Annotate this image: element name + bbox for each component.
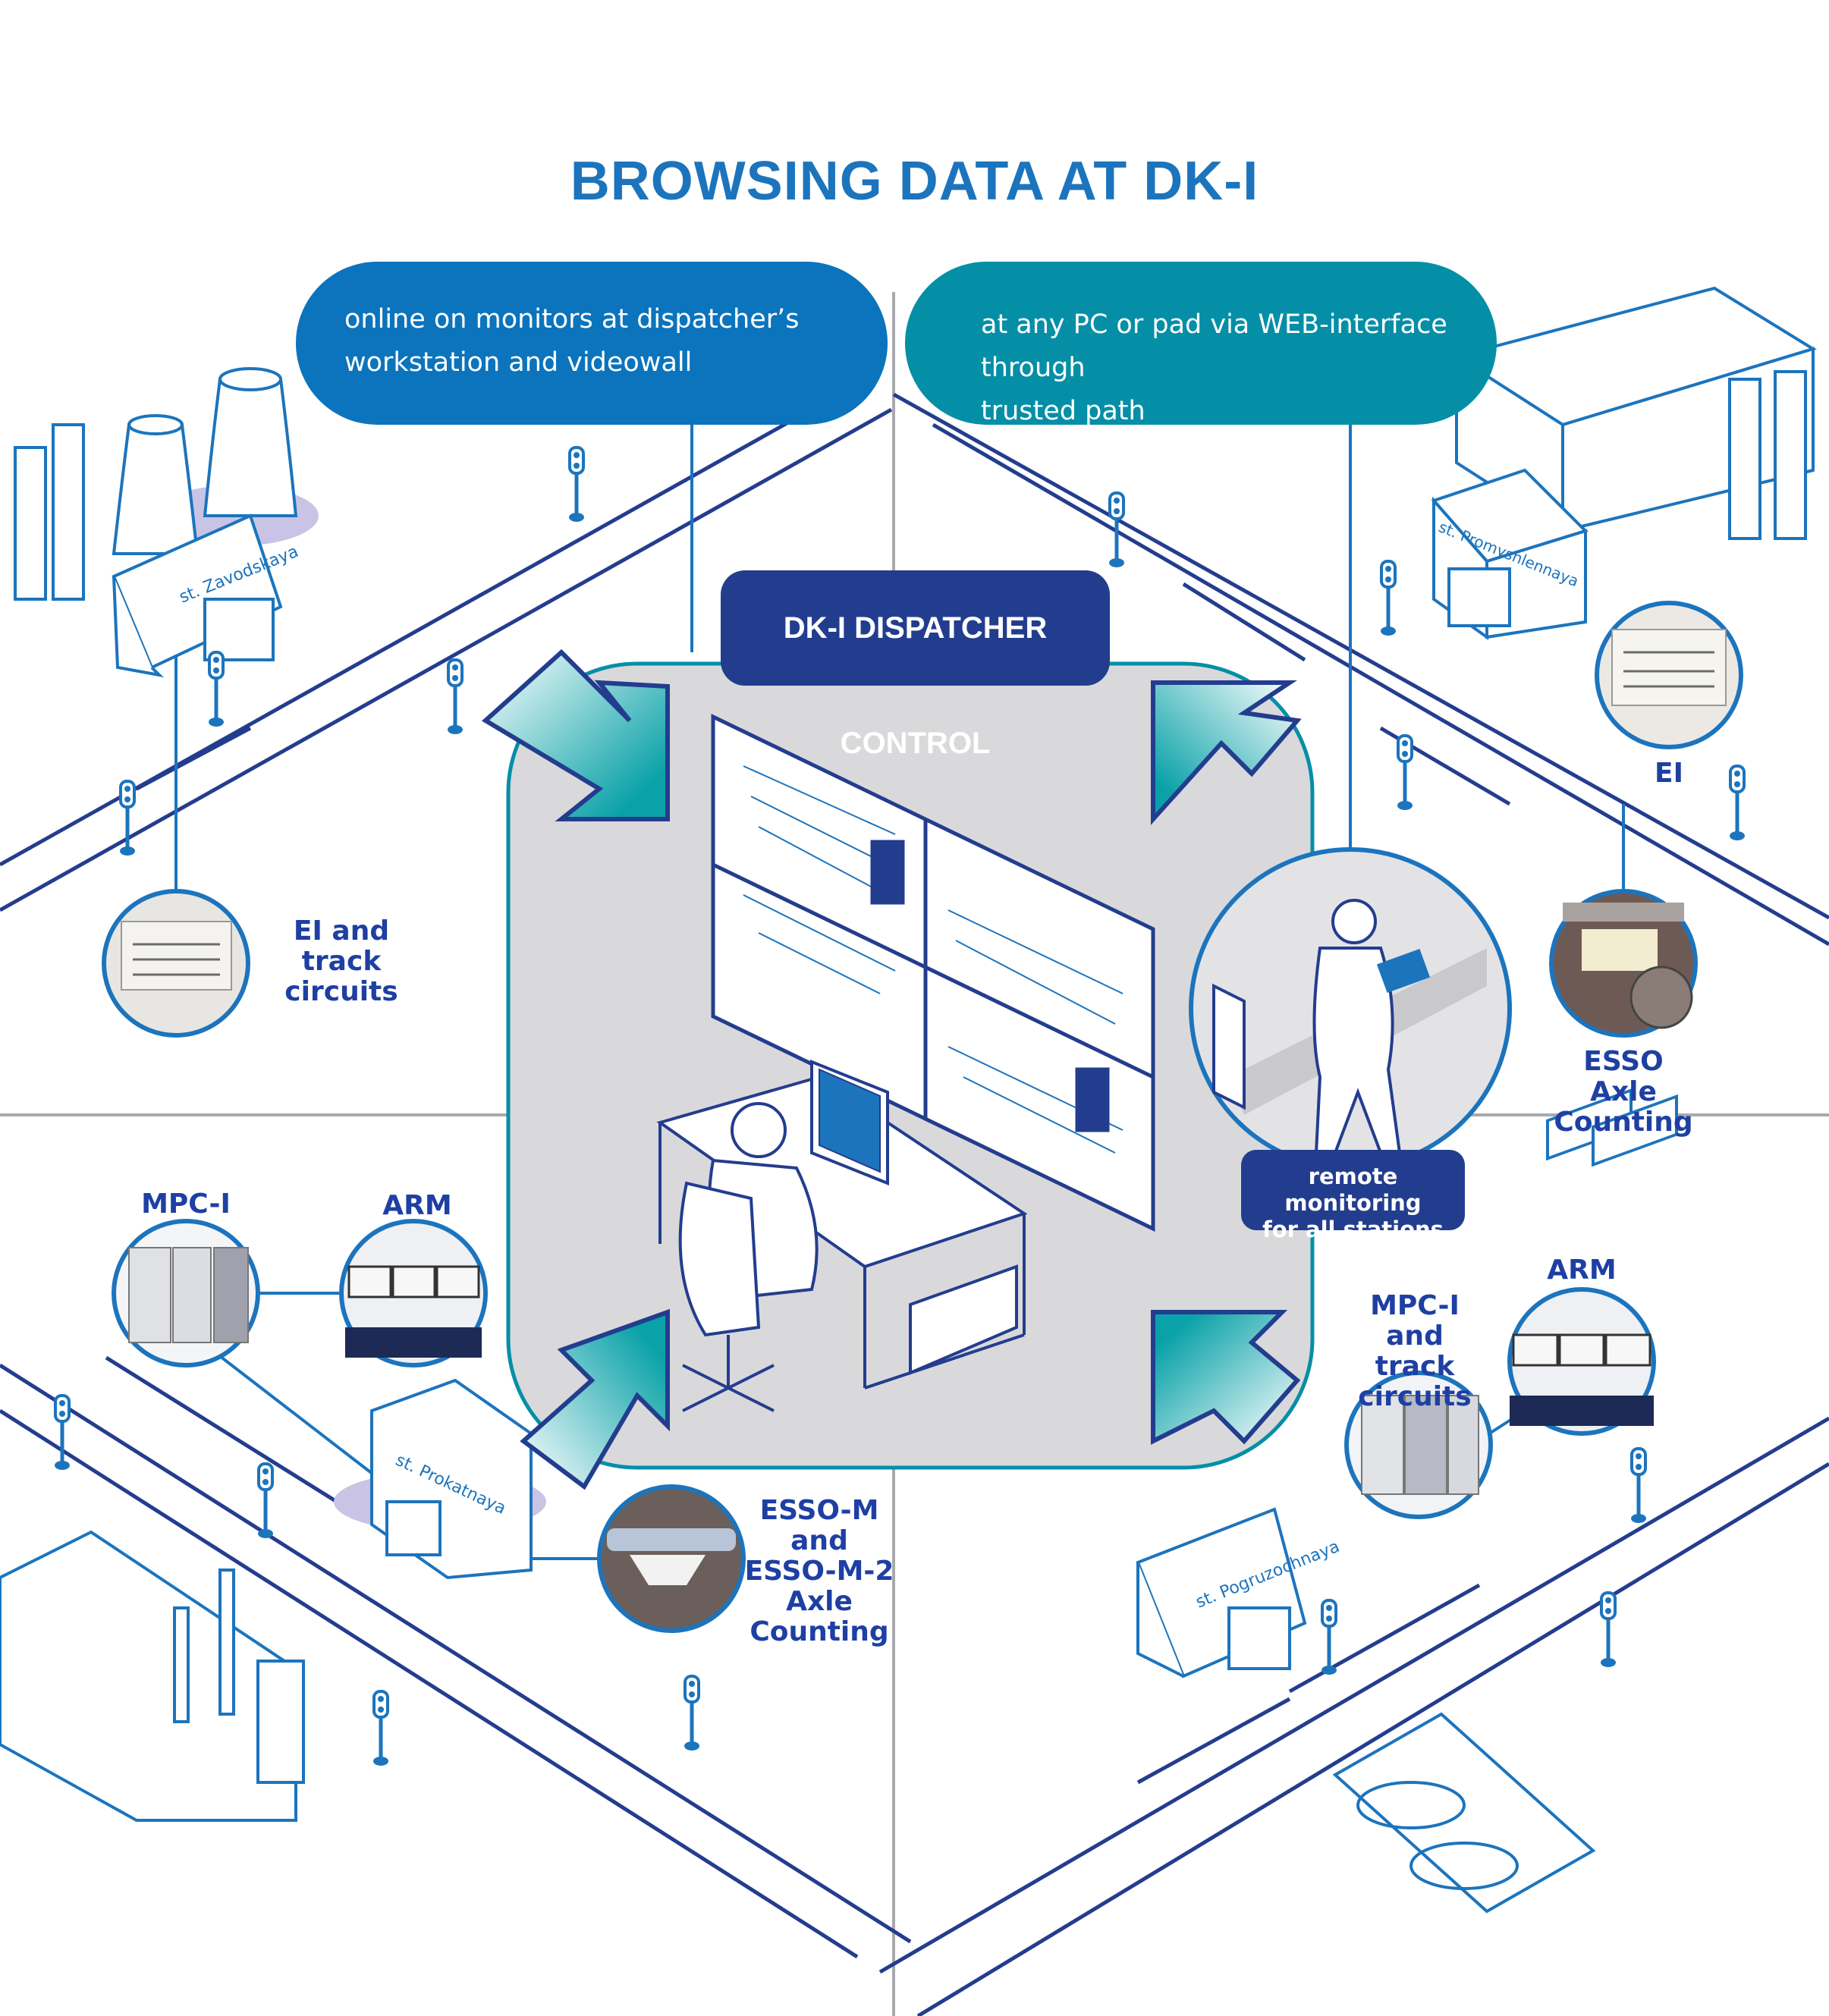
web-bubble-line1: at any PC or pad via WEB-interface throu… [981, 309, 1447, 383]
label-esso-m-line2: ESSO-M-2 [744, 1556, 894, 1587]
ei-panel-photo [1595, 601, 1743, 749]
monitor-icon [339, 1219, 488, 1368]
label-arm-right: ARM [1547, 1255, 1617, 1286]
ei-track-panel-photo [102, 889, 250, 1038]
label-mpc-left: MPC-I [141, 1189, 231, 1220]
axle-sensor-icon [1549, 889, 1698, 1038]
label-esso-m: ESSO-M and ESSO-M-2 Axle Counting [740, 1496, 899, 1647]
factory-icon: st. Zavodskaya [14, 367, 319, 678]
remote-line2: for all stations [1262, 1217, 1444, 1242]
monitor-bubble-line1: online on monitors at dispatcher’s [344, 304, 800, 334]
label-mpc-right-line2: and track [1375, 1320, 1455, 1382]
label-esso-line2: Axle Counting [1554, 1076, 1693, 1138]
label-ei: EI [1655, 758, 1683, 789]
monitor-bubble-line2: workstation and videowall [344, 347, 693, 378]
label-mpc-right-line1: MPC-I [1370, 1290, 1460, 1321]
remote-monitoring-badge: remote monitoring for all stations [1241, 1150, 1465, 1242]
label-mpc-right: MPC-I and track circuits [1347, 1291, 1483, 1412]
label-esso-m-line4: Counting [750, 1616, 889, 1647]
truck-icon [1332, 1088, 1678, 1914]
warehouse-icon: st. Promyshlennaya [1431, 286, 1817, 640]
label-ei-track-line2: circuits [284, 976, 398, 1007]
label-ei-track-line1: EI and track [293, 915, 390, 977]
arm-monitor-photo [1507, 1287, 1656, 1436]
label-arm-left: ARM [382, 1190, 452, 1221]
label-esso: ESSO Axle Counting [1532, 1047, 1714, 1138]
web-bubble: at any PC or pad via WEB-interface throu… [905, 262, 1497, 426]
industrial-plant-icon: st. Prokatnaya [0, 1378, 546, 1822]
label-esso-m-line3: Axle [786, 1586, 853, 1617]
pogruzochnaya-building: st. Pogruzochnaya [1136, 1507, 1342, 1678]
arrows [481, 648, 1302, 1490]
page-title: BROWSING DATA AT DK-I [570, 151, 1259, 212]
label-esso-m-line1: ESSO-M and [759, 1495, 879, 1556]
tablet-worker-icon [1189, 847, 1512, 1170]
remote-line1: remote monitoring [1284, 1163, 1422, 1216]
videowall-icon [711, 714, 1155, 1232]
railway-tracks [0, 392, 1829, 2016]
axle-sensor-m-photo [597, 1484, 746, 1633]
label-mpc-right-line3: circuits [1358, 1381, 1472, 1412]
label-ei-track: EI and track circuits [266, 916, 417, 1007]
monitor-bubble: online on monitors at dispatcher’s works… [296, 262, 888, 425]
dispatcher-control-title: DK-I DISPATCHER CONTROL [721, 570, 1110, 760]
label-esso-line1: ESSO [1583, 1046, 1664, 1077]
web-bubble-line2: trusted path [981, 396, 1145, 426]
connector-lines [174, 425, 1625, 1560]
mpc-cabinet-photo [1344, 1371, 1493, 1519]
cabinet-icon [112, 1219, 260, 1368]
dispatcher-icon [656, 1060, 1028, 1412]
